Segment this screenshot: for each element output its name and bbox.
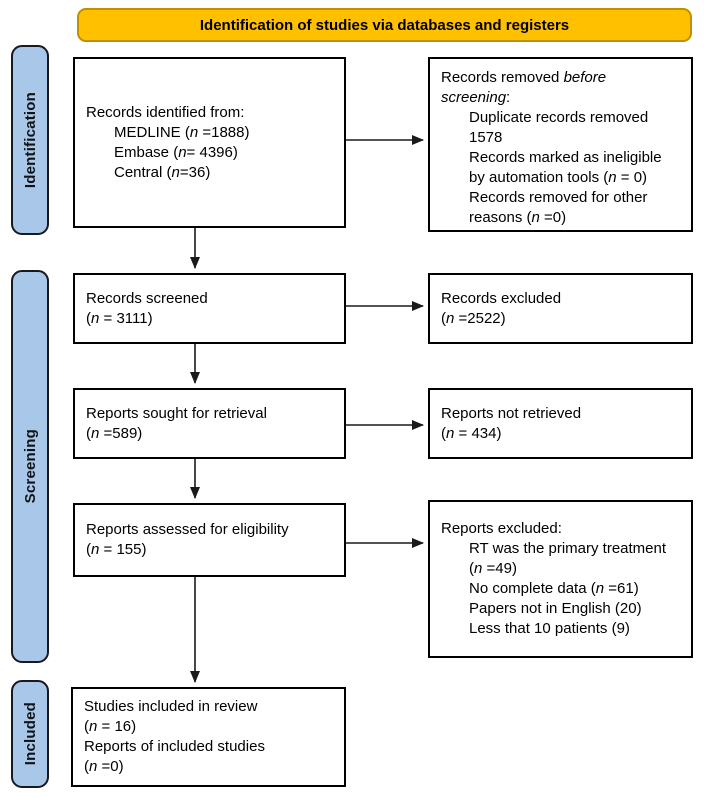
sidebar-stage-included-label: Included bbox=[21, 702, 39, 766]
box-text-line: Records removed before bbox=[441, 69, 607, 86]
box-text-line: Records identified from: bbox=[86, 103, 245, 121]
sidebar-stage-screening: Screening bbox=[11, 270, 49, 663]
box-text-line: Central (n=36) bbox=[114, 163, 211, 181]
box-text-line: (n = 3111) bbox=[86, 309, 153, 327]
box-text-line: Records removed for other bbox=[469, 189, 648, 206]
box-text-line: Duplicate records removed bbox=[469, 109, 649, 126]
box-text-line: Reports sought for retrieval bbox=[86, 404, 267, 422]
box-text-line: (n = 434) bbox=[441, 424, 502, 442]
box-text-line: (n =0) bbox=[84, 758, 124, 775]
box-text-line: Less that 10 patients (9) bbox=[469, 620, 630, 637]
box-reports-assessed-for-eligibility: Reports assessed for eligibility (n = 155… bbox=[73, 503, 346, 577]
box-text-line: Embase (n= 4396) bbox=[114, 143, 238, 161]
box-text-line: (n = 155) bbox=[86, 541, 147, 558]
box-reports-excluded: Reports excluded: RT was the primary trea… bbox=[428, 500, 693, 658]
box-studies-included-in-review: Studies included in review (n = 16) Report… bbox=[71, 687, 346, 787]
box-text-line: 1578 bbox=[469, 129, 503, 146]
box-text-line: reasons (n =0) bbox=[469, 209, 567, 226]
box-text-line: Studies included in review bbox=[84, 698, 258, 715]
box-records-removed-before-screening: Records removed before screening: Duplicat… bbox=[428, 57, 693, 232]
sidebar-stage-identification-label: Identification bbox=[21, 91, 39, 189]
box-text-line: Records screened bbox=[86, 289, 208, 307]
box-text-line: screening: bbox=[441, 89, 511, 106]
box-text-line: No complete data (n =61) bbox=[469, 580, 639, 597]
banner: Identification of studies via databases … bbox=[77, 8, 692, 42]
box-records-screened: Records screened (n = 3111) bbox=[73, 273, 346, 344]
box-text-line: (n =589) bbox=[86, 424, 143, 442]
box-text-line: (n =49) bbox=[469, 560, 517, 577]
box-text-line: Records marked as ineligible bbox=[469, 149, 662, 166]
sidebar-stage-identification: Identification bbox=[11, 45, 49, 235]
banner-title: Identification of studies via databases … bbox=[199, 16, 570, 34]
box-records-identified: Records identified from: MEDLINE (n =1888… bbox=[73, 57, 346, 228]
sidebar-stage-included: Included bbox=[11, 680, 49, 788]
box-text-line: Reports of included studies bbox=[84, 738, 265, 755]
box-text-line: (n = 16) bbox=[84, 718, 137, 735]
box-text-line: (n =2522) bbox=[441, 309, 506, 327]
box-text-line: Reports assessed for eligibility bbox=[86, 521, 289, 538]
box-text-line: Records excluded bbox=[441, 289, 562, 307]
box-reports-sought-for-retrieval: Reports sought for retrieval (n =589) bbox=[73, 388, 346, 459]
box-text-line: by automation tools (n = 0) bbox=[469, 169, 648, 186]
box-reports-not-retrieved: Reports not retrieved (n = 434) bbox=[428, 388, 693, 459]
box-text-line: Reports excluded: bbox=[441, 520, 562, 537]
box-text-line: RT was the primary treatment bbox=[469, 540, 667, 557]
box-text-line: Papers not in English (20) bbox=[469, 600, 642, 617]
box-text-line: MEDLINE (n =1888) bbox=[114, 123, 250, 141]
sidebar-stage-screening-label: Screening bbox=[21, 429, 39, 504]
box-text-line: Reports not retrieved bbox=[441, 404, 582, 422]
box-records-excluded: Records excluded (n =2522) bbox=[428, 273, 693, 344]
